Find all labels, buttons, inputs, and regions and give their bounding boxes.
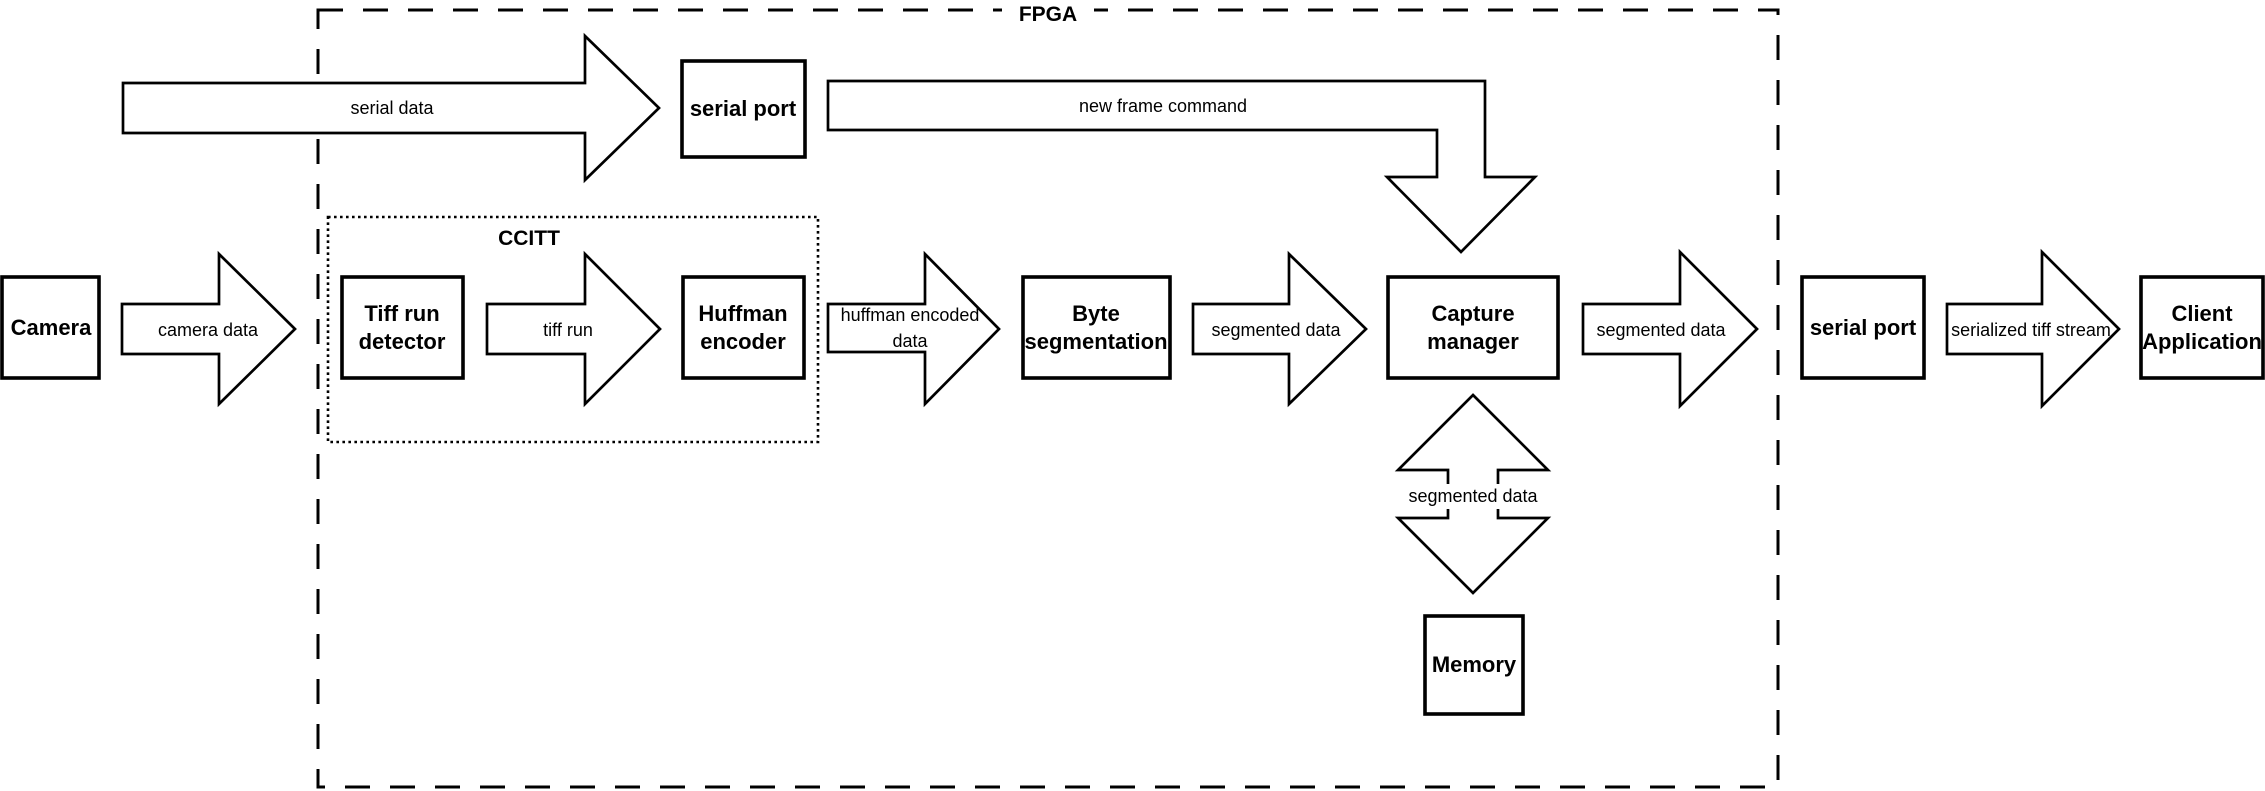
serialized-tiff-stream-arrow-label: serialized tiff stream bbox=[1951, 320, 2111, 340]
serial-data-arrow-label: serial data bbox=[350, 98, 434, 118]
byte-segmentation-box: Byte segmentation bbox=[1021, 275, 1172, 380]
segmented-data-memory-arrow-label: segmented data bbox=[1408, 486, 1538, 506]
segmented-data-left-arrow-shape bbox=[1191, 250, 1368, 408]
huffman-encoder-box-label-line2: encoder bbox=[700, 329, 786, 354]
huffman-encoded-data-arrow-label-line2: data bbox=[892, 331, 928, 351]
capture-manager-box-shape bbox=[1386, 275, 1560, 380]
segmented-data-right-arrow-label: segmented data bbox=[1596, 320, 1726, 340]
serial-data-arrow: serial data bbox=[121, 32, 661, 184]
byte-segmentation-box-label-line2: segmentation bbox=[1024, 329, 1167, 354]
fpga-group: FPGA bbox=[316, 0, 1780, 789]
serial-data-arrow-shape bbox=[121, 32, 661, 184]
camera-box-shape bbox=[0, 275, 101, 380]
client-application-box-shape bbox=[2139, 275, 2265, 380]
client-application-box-label-line1: Client bbox=[2171, 301, 2233, 326]
segmented-data-memory-arrow: segmented data bbox=[1394, 393, 1552, 595]
fpga-label-background bbox=[1002, 0, 1094, 25]
camera-box-label: Camera bbox=[11, 315, 92, 340]
byte-segmentation-box-shape bbox=[1021, 275, 1172, 380]
ccitt-label: CCITT bbox=[498, 227, 560, 250]
segmented-data-memory-label-background bbox=[1404, 484, 1543, 509]
new-frame-command-arrow: new frame command bbox=[826, 79, 1539, 254]
capture-manager-box-label-line2: manager bbox=[1427, 329, 1519, 354]
fpga-label: FPGA bbox=[1019, 3, 1077, 26]
segmented-data-right-arrow-shape bbox=[1581, 248, 1759, 410]
camera-data-arrow: camera data bbox=[120, 250, 297, 408]
byte-segmentation-box-label-line1: Byte bbox=[1072, 301, 1120, 326]
huffman-encoder-box: Huffman encoder bbox=[681, 275, 806, 380]
tiff-run-arrow: tiff run bbox=[485, 250, 662, 408]
new-frame-command-arrow-label: new frame command bbox=[1079, 96, 1247, 116]
serial-port-top-box: serial port bbox=[680, 59, 807, 159]
segmented-data-right-arrow: segmented data bbox=[1581, 248, 1759, 410]
serial-port-right-box: serial port bbox=[1800, 275, 1926, 380]
capture-manager-box: Capture manager bbox=[1386, 275, 1560, 380]
tiff-run-detector-box-label-line1: Tiff run bbox=[364, 301, 439, 326]
segmented-data-left-arrow-label: segmented data bbox=[1211, 320, 1341, 340]
serial-port-right-box-label: serial port bbox=[1810, 315, 1917, 340]
serial-port-top-box-shape bbox=[680, 59, 807, 159]
client-application-box: Client Application bbox=[2139, 275, 2265, 380]
capture-manager-box-label-line1: Capture bbox=[1431, 301, 1514, 326]
huffman-encoder-box-label-line1: Huffman bbox=[698, 301, 787, 326]
ccitt-group: CCITT bbox=[326, 215, 820, 444]
huffman-encoded-data-arrow: huffman encoded data bbox=[826, 250, 1001, 408]
huffman-encoder-box-shape bbox=[681, 275, 806, 380]
camera-data-arrow-shape bbox=[120, 250, 297, 408]
memory-box: Memory bbox=[1423, 614, 1525, 716]
camera-data-arrow-label: camera data bbox=[158, 320, 259, 340]
serial-port-top-box-label: serial port bbox=[690, 96, 797, 121]
huffman-encoded-data-arrow-label-line1: huffman encoded bbox=[841, 305, 980, 325]
segmented-data-left-arrow: segmented data bbox=[1191, 250, 1368, 408]
tiff-run-detector-box-shape bbox=[340, 275, 465, 380]
memory-box-shape bbox=[1423, 614, 1525, 716]
ccitt-dotted-border bbox=[326, 215, 820, 444]
tiff-run-arrow-shape bbox=[485, 250, 662, 408]
serialized-tiff-stream-arrow: serialized tiff stream bbox=[1945, 248, 2121, 410]
tiff-run-detector-box-label-line2: detector bbox=[359, 329, 446, 354]
serial-port-right-box-shape bbox=[1800, 275, 1926, 380]
serialized-tiff-stream-arrow-shape bbox=[1945, 248, 2121, 410]
client-application-box-label-line2: Application bbox=[2142, 329, 2262, 354]
huffman-encoded-data-arrow-shape bbox=[826, 250, 1001, 408]
tiff-run-arrow-label: tiff run bbox=[543, 320, 593, 340]
memory-box-label: Memory bbox=[1432, 652, 1517, 677]
new-frame-command-arrow-shape bbox=[826, 79, 1539, 254]
tiff-run-detector-box: Tiff run detector bbox=[340, 275, 465, 380]
camera-box: Camera bbox=[0, 275, 101, 380]
